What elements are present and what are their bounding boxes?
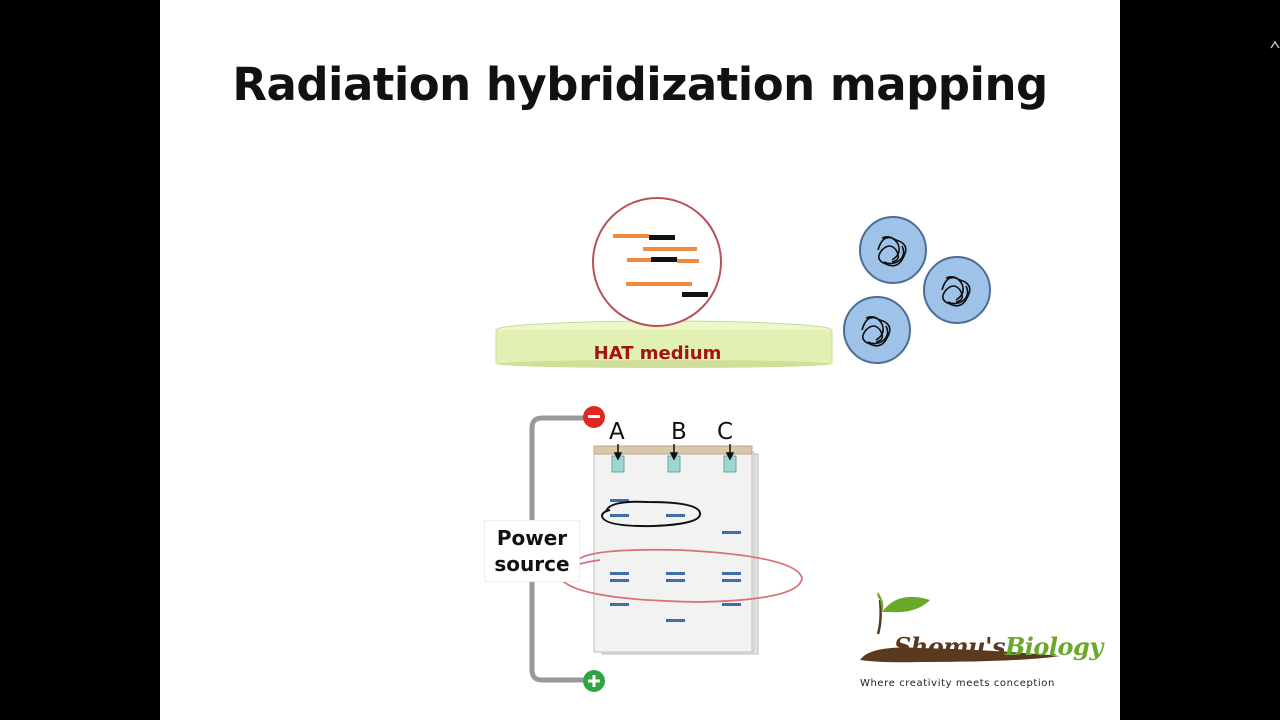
logo-name: Shomu'sBiology [894,632,1103,661]
cell-icon [859,216,927,284]
power-source-line1: Power [496,526,568,550]
slide-title: Radiation hybridization mapping [232,58,1048,111]
loading-arrows [613,444,735,461]
logo-tagline: Where creativity meets conception [860,678,1055,689]
logo-name-part1: Shomu's [894,632,1006,661]
hat-medium-label: HAT medium [593,343,722,364]
hybrid-cell [592,197,722,327]
lane-label-b: B [671,419,687,445]
positive-electrode-icon [583,670,605,692]
gel-slab [593,444,759,655]
gel-wells [611,455,737,473]
floating-cells [843,216,991,364]
annotation-loop-black [600,500,701,528]
dna-fragments [613,234,708,297]
diagram-canvas [495,197,1060,692]
hat-medium-dish [495,320,833,368]
power-source-label: Power source [484,520,580,582]
shomus-biology-logo [860,592,1060,663]
lane-label-c: C [717,419,734,445]
power-source-line2: source [494,552,570,576]
gel-bands [610,499,741,622]
negative-electrode-icon [583,406,605,428]
logo-name-part2: Biology [1005,632,1103,661]
slide: Radiation hybridization mapping [160,0,1120,720]
lane-label-a: A [609,419,625,445]
cell-icon [923,256,991,324]
cell-icon [843,296,911,364]
scroll-up-icon[interactable] [1270,38,1280,60]
